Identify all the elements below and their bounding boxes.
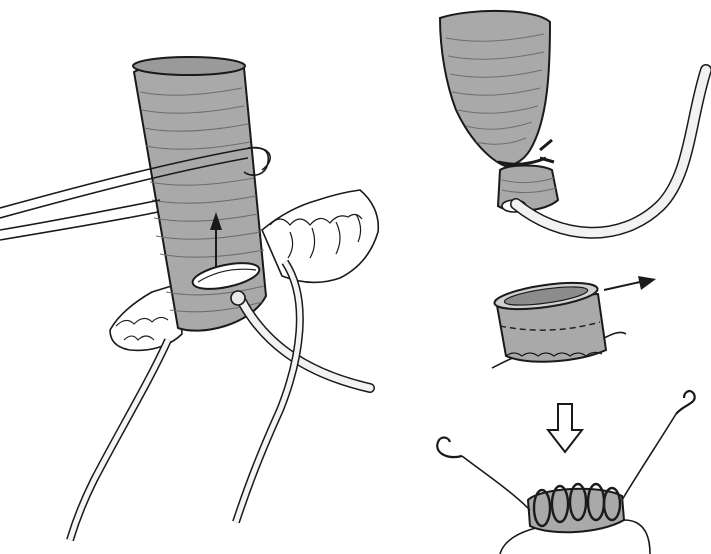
catheter-tip: [230, 290, 246, 306]
direction-arrow-up: [210, 212, 222, 268]
loop-tubes: [66, 259, 304, 542]
stump-lumen: [503, 286, 589, 306]
middle-right-panel: [491, 276, 656, 369]
catheter-tube-left: [230, 290, 375, 393]
left-panel: [0, 56, 380, 542]
tissue-scallops-right: [269, 213, 363, 259]
stump-cylinder: [494, 292, 608, 363]
bowel-tied-ridges: [445, 33, 545, 145]
stump-dashed-line: [499, 321, 601, 331]
enterotomy-inner-shadow: [197, 268, 257, 283]
needle-left: [436, 436, 463, 459]
tissue-scallops-left: [115, 316, 169, 341]
cuff-ridges: [501, 177, 557, 194]
top-right-panel: [438, 9, 711, 239]
direction-arrow-right: [603, 276, 656, 291]
sling-tape: [0, 146, 271, 241]
bowel-top-rim: [132, 56, 246, 76]
hollow-arrow-down: [545, 403, 585, 454]
needle-right: [675, 389, 696, 415]
bowel-ridges: [139, 87, 265, 313]
suture-threads: [461, 413, 677, 511]
catheter-tube-right-fill: [511, 65, 711, 238]
bottom-right-panel: [436, 389, 696, 554]
ligature-knot: [497, 138, 555, 166]
tissue-fold-right: [261, 189, 380, 284]
stump-bottom-scallops: [505, 351, 603, 357]
purse-string-suture-coils: [532, 482, 622, 528]
bowel-tied-segment: [438, 9, 552, 168]
